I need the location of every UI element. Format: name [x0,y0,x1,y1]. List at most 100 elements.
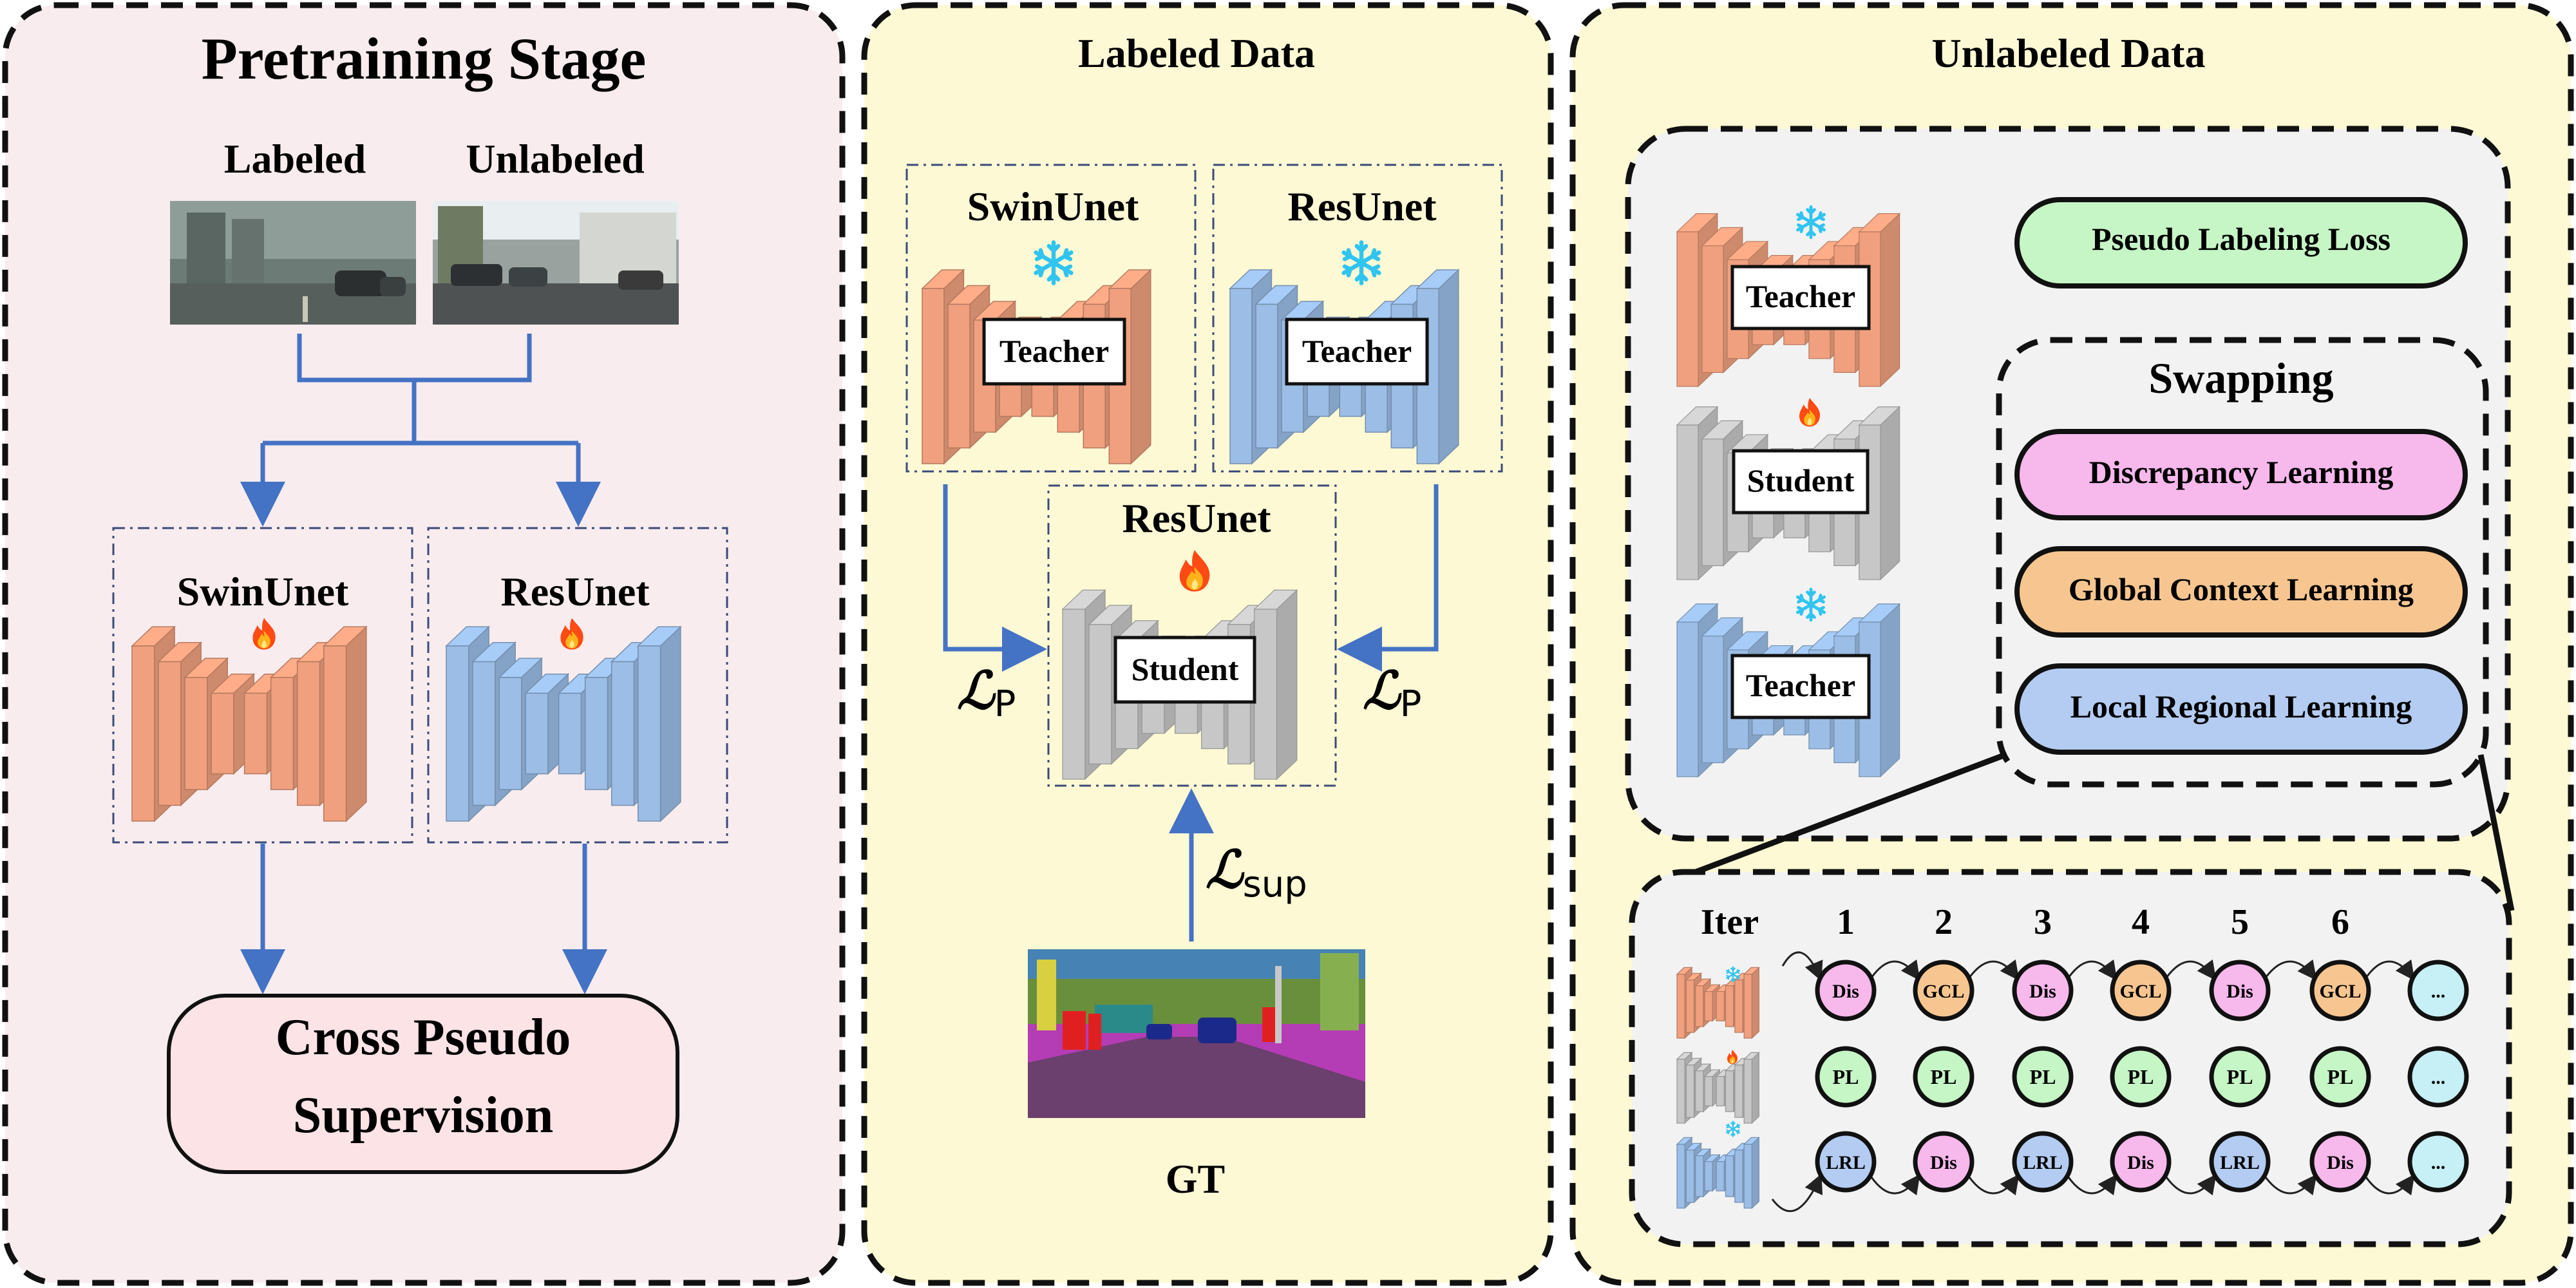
iteration-node-label: GCL [1922,981,1964,1002]
network-slab-side [1751,1051,1759,1124]
iteration-node [2407,1131,2469,1193]
p1-swinunet-label: SwinUnet [177,569,349,614]
network-slab-side [1276,589,1298,781]
p2-resunet-teacher-label: ResUnet [1287,184,1437,229]
network-slab-front [1734,980,1743,1033]
iteration-node [1913,1046,1975,1108]
swapping-title: Swapping [2148,354,2333,402]
p3-teacher-bottom-label: Teacher [1746,667,1855,703]
network-slab-side [1130,269,1151,465]
network-slab-front [1254,609,1278,780]
network-slab-front [1734,1150,1743,1203]
network-slab-front [637,645,661,822]
iteration-node [2012,960,2074,1021]
discrepancy-learning-pill [2014,429,2468,520]
swap-arrow [1968,1174,2020,1196]
network-slab-front [1704,1160,1713,1191]
mini-networks [1676,966,1760,1209]
network-slab-side [1751,1136,1759,1209]
iteration-node [2110,1131,2172,1193]
swap-arrow [2264,1174,2317,1196]
p3-student-label: Student [1747,462,1855,498]
swap-arrow [2165,1174,2217,1196]
iteration-node-label: LRL [1826,1152,1866,1173]
network-slab-front [1725,1070,1734,1112]
iteration-node-label: Dis [2029,981,2056,1002]
global-context-learning-pill [2014,546,2468,638]
iteration-node [2209,1131,2271,1193]
iteration-node [2309,960,2371,1021]
cross-pseudo-supervision-box [167,994,679,1174]
network-slab-front [323,645,347,822]
iteration-number: 5 [2231,902,2249,942]
network-slab-side [1880,603,1900,778]
iteration-node [1815,1046,1877,1108]
iteration-number: 4 [2132,902,2150,942]
iteration-node [1913,960,1975,1021]
network-slab-front [1676,1144,1685,1209]
iteration-node-label: PL [2227,1065,2253,1088]
labeled-label: Labeled [224,136,366,182]
network-slab-front [1255,303,1278,449]
network-slab-front [131,645,155,822]
network-slab-side [1438,269,1459,465]
unlabeled-label: Unlabeled [466,136,644,182]
network-slab-front [1704,990,1713,1021]
swap-arrow [2067,959,2117,981]
unlabeled-data-title: Unlabeled Data [1932,30,2206,76]
iteration-node [2110,1046,2172,1108]
labeled-data-title: Labeled Data [1078,30,1315,76]
iteration-number: 2 [1935,902,1953,942]
network-slab-front [472,661,496,806]
network-slab-front [211,692,234,775]
iteration-node [2407,1046,2469,1108]
global-context-learning-label: Global Context Learning [2069,571,2414,607]
iteration-node [1815,960,1877,1021]
network-slab-front [1229,288,1253,464]
iteration-node-label: ... [2431,1067,2446,1088]
swap-arrows [1771,951,2415,1212]
swap-arrow [2365,1174,2415,1196]
network-slab-front [1725,1155,1734,1197]
iteration-node-label: Dis [2327,1152,2354,1173]
gt-segmentation-image [1028,949,1365,1118]
network-slab-side [1751,966,1759,1039]
network-slab-side [659,625,681,822]
network-slab-front [1716,990,1725,1021]
network-slab-front [1676,621,1699,777]
loss-p-right: ℒP [1363,663,1421,725]
iteration-node-label: GCL [2119,981,2161,1002]
input-merge-connector [240,334,601,527]
network-slab-front [446,645,469,822]
panel-labeled-data: Labeled Data SwinUnet ResUnet Teacher Te… [861,2,1554,1286]
p2-teacher-right-label: Teacher [1302,333,1412,369]
swap-arrow [2365,959,2415,981]
city-street-image [433,201,679,325]
iteration-node-label: Dis [1930,1152,1957,1173]
network-slab-front [1676,1059,1685,1124]
network-slab-front [1701,438,1724,566]
network-slab-front [1701,245,1724,374]
network-slab-front [498,677,522,790]
network-slab-side [1880,406,1900,581]
network-slab-front [1716,1160,1725,1191]
network-slab-front [1695,1155,1704,1197]
network-slab-front [922,288,945,464]
loss-p-left: ℒP [957,663,1016,725]
network-slab-front [158,661,182,806]
network-slab-front [1704,1075,1713,1106]
network-slab-side [345,625,367,822]
p1-output-arrows [240,844,607,994]
cps-line2: Supervision [293,1087,554,1144]
network-slab-front [947,303,971,449]
p2-student-name: ResUnet [1122,495,1271,541]
iteration-node-label: PL [1833,1065,1859,1088]
discrepancy-learning-label: Discrepancy Learning [2089,454,2394,490]
p1-resunet-network [445,625,682,822]
network-slab-front [270,677,294,790]
iteration-number: 1 [1837,902,1855,942]
network-slab-front [1695,1070,1704,1112]
loss-sup: ℒsup [1206,842,1307,905]
